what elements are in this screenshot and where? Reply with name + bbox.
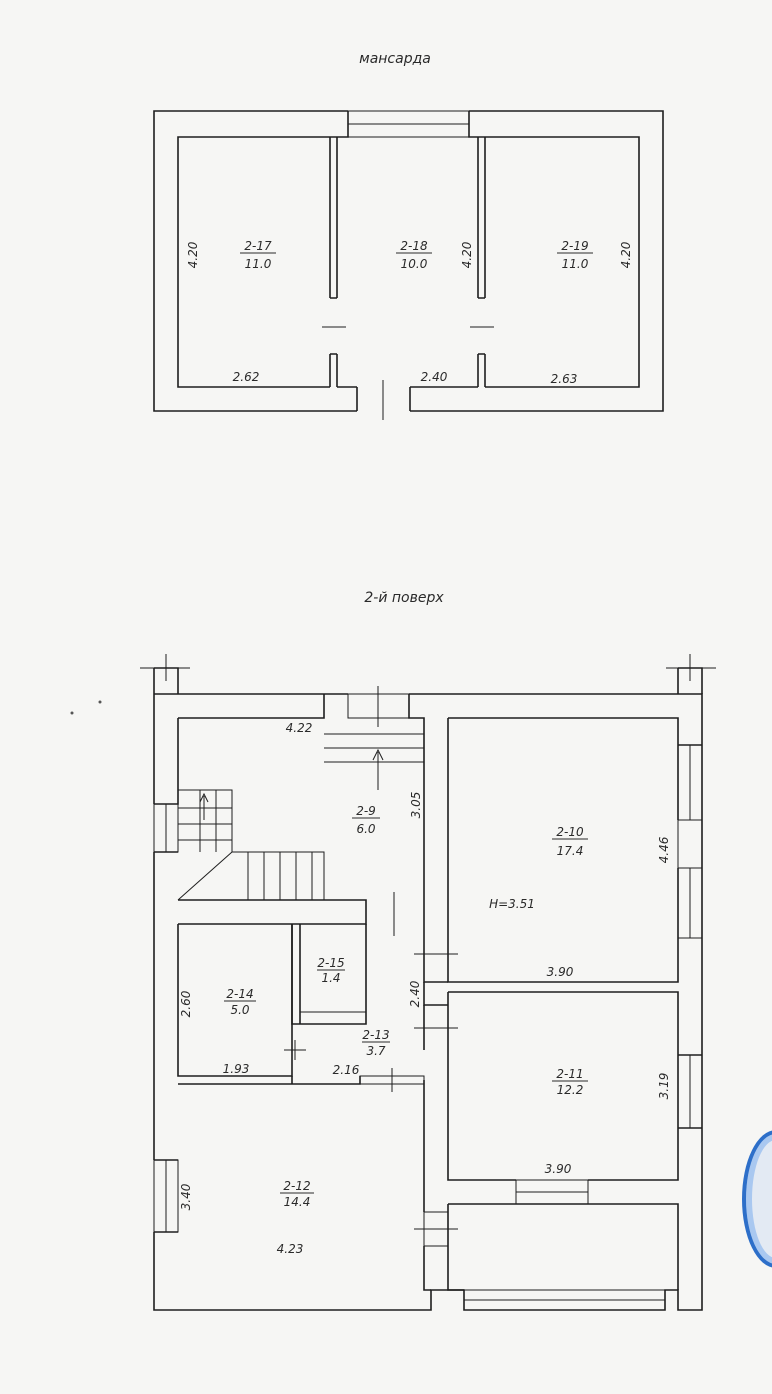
room-width-dim: 1.93 <box>223 1062 250 1076</box>
room-2-15: 2-15 1.4 <box>317 956 345 985</box>
stray-dot <box>70 711 74 715</box>
room-2-19: 2-19 11.0 4.20 2.63 <box>551 239 633 386</box>
room-area: 11.0 <box>562 257 589 271</box>
room-2-17: 2-17 11.0 4.20 2.62 <box>186 239 276 384</box>
room-2-9: 2-9 6.0 4.22 3.05 <box>286 721 423 836</box>
attic-floor-title: мансарда <box>359 51 431 67</box>
room-id: 2-19 <box>561 239 588 253</box>
ceiling-height-label: H=3.51 <box>489 897 535 911</box>
room-area: 12.2 <box>557 1083 584 1097</box>
room-2-10: 2-10 17.4 4.46 3.90 H=3.51 <box>489 825 671 979</box>
room-2-11: 2-11 12.2 3.19 3.90 <box>545 1067 671 1176</box>
room-width-dim: 2.16 <box>333 1063 360 1077</box>
room-2-13: 2-13 3.7 2.40 2.16 <box>333 980 422 1077</box>
room-area: 14.4 <box>284 1195 311 1209</box>
room-height-dim: 4.20 <box>186 241 200 268</box>
room-width-dim: 3.90 <box>547 965 574 979</box>
room-width-dim: 2.40 <box>421 370 448 384</box>
room-width-dim: 2.63 <box>551 372 578 386</box>
second-floor-walls <box>140 654 716 1311</box>
room-id: 2-9 <box>356 804 376 818</box>
room-height-dim: 4.20 <box>460 241 474 268</box>
room-area: 6.0 <box>356 822 375 836</box>
room-id: 2-10 <box>556 825 584 839</box>
room-area: 1.4 <box>321 971 340 985</box>
room-id: 2-11 <box>556 1067 583 1081</box>
room-id: 2-12 <box>283 1179 310 1193</box>
room-id: 2-17 <box>244 239 272 253</box>
room-width-dim: 4.22 <box>286 721 313 735</box>
room-id: 2-15 <box>317 956 344 970</box>
stray-dot <box>98 700 102 704</box>
second-floor-title: 2-й поверх <box>364 590 444 606</box>
room-area: 11.0 <box>245 257 272 271</box>
room-area: 17.4 <box>557 844 584 858</box>
room-height-dim: 4.20 <box>619 241 633 268</box>
room-2-14: 2-14 5.0 2.60 1.93 <box>179 987 256 1076</box>
room-id: 2-14 <box>226 987 253 1001</box>
room-width-dim: 4.23 <box>277 1242 304 1256</box>
room-area: 3.7 <box>366 1044 385 1058</box>
room-id: 2-18 <box>400 239 428 253</box>
room-area: 10.0 <box>401 257 428 271</box>
room-height-dim: 3.05 <box>409 792 423 819</box>
room-height-dim: 3.19 <box>657 1073 671 1100</box>
room-2-12: 2-12 14.4 3.40 4.23 <box>179 1179 314 1256</box>
room-id: 2-13 <box>362 1028 389 1042</box>
room-width-dim: 3.90 <box>545 1162 572 1176</box>
room-2-18: 2-18 10.0 4.20 2.40 <box>396 239 474 384</box>
room-height-dim: 4.46 <box>657 836 671 863</box>
room-height-dim: 3.40 <box>179 1183 193 1210</box>
room-height-dim: 2.60 <box>179 990 193 1017</box>
room-width-dim: 2.62 <box>233 370 260 384</box>
room-area: 5.0 <box>230 1003 249 1017</box>
attic-walls <box>153 110 664 420</box>
room-height-dim: 2.40 <box>408 980 422 1007</box>
